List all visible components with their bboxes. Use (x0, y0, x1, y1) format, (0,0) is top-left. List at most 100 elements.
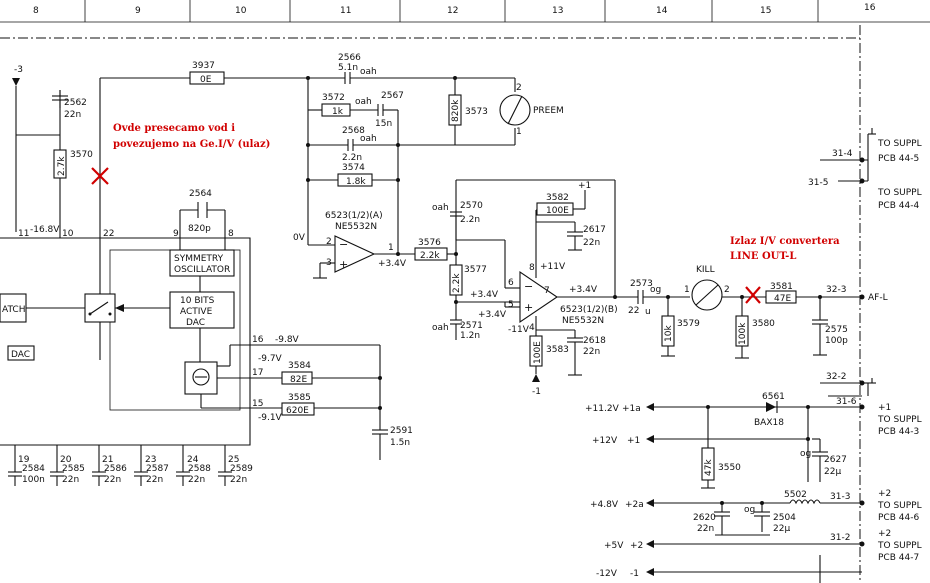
supply-a1: TO SUPPL (877, 139, 922, 149)
active-dac-l3: DAC (186, 318, 205, 328)
cut-note-line2: povezujemo na Ge.I/V (ulaz) (113, 139, 270, 150)
r3572-ref: 3572 (322, 93, 345, 103)
r3570-ref: 3570 (70, 150, 93, 160)
r3577-val: 2.2k (452, 273, 462, 293)
og-mark-1: og (650, 285, 661, 295)
r3574-val: 1.8k (346, 177, 366, 187)
opB-ref: 6523(1/2)(B) (560, 305, 618, 315)
voltage-34c: +3.4V (478, 310, 507, 320)
voltage-112: +11.2V (585, 404, 620, 414)
grid-header: 8 9 10 11 12 13 14 15 16 (0, 0, 930, 23)
svg-text:−: − (339, 238, 348, 251)
c2573-ref: 2573 (630, 279, 653, 289)
voltage-11n: -11V (508, 325, 530, 335)
voltage-0v: 0V (293, 233, 306, 243)
opB-pin4: 4 (529, 323, 535, 333)
r3574-ref: 3574 (342, 163, 365, 173)
voltage-m12: -12V (596, 569, 618, 579)
oah-mark-1: oah (360, 67, 377, 77)
opA-type: NE5532N (335, 222, 377, 232)
c2564-ref: 2564 (189, 189, 212, 199)
pin-15: 15 (252, 399, 263, 409)
supply-d1: TO SUPPL (877, 501, 922, 511)
pin-11: 11 (18, 229, 29, 239)
r3576-ref: 3576 (418, 238, 441, 248)
c2564-val: 820p (188, 224, 211, 234)
voltage-34a: +3.4V (378, 259, 407, 269)
supply-b1: TO SUPPL (877, 188, 922, 198)
c2584-val: 100n (22, 475, 45, 485)
kill-pin1: 1 (684, 285, 690, 295)
c2587-val: 22n (146, 475, 163, 485)
c2568-ref: 2568 (342, 126, 365, 136)
r3584-ref: 3584 (288, 361, 311, 371)
supply-c1: TO SUPPL (877, 415, 922, 425)
conn-31-6: 31-6 (836, 397, 857, 407)
c2566-val: 5.1n (338, 63, 358, 73)
c2566-ref: 2566 (338, 53, 361, 63)
pin-25: 25 (228, 455, 239, 465)
active-dac-l2: ACTIVE (180, 307, 213, 317)
grid-col-15: 15 (760, 6, 771, 16)
voltage-11p: +11V (540, 262, 566, 272)
pin-24: 24 (187, 455, 199, 465)
l5502-ref: 5502 (784, 490, 807, 500)
pin-9: 9 (173, 229, 179, 239)
r3579-val: 10k (664, 325, 674, 342)
voltage-5: +5V (604, 541, 624, 551)
c2591-val: 1.5n (390, 438, 410, 448)
pin-19: 19 (18, 455, 30, 465)
supply-c2: PCB 44-3 (878, 427, 919, 437)
c2568-val: 2.2n (342, 153, 362, 163)
dac-right-pins: 16 -9.8V -9.7V 17 3584 82E 15 -9.1V 3585… (250, 335, 413, 460)
cut-mark-x2 (91, 167, 109, 185)
c2584-ref: 2584 (22, 464, 45, 474)
out-note-line1: Izlaz I/V convertera (730, 236, 840, 247)
conn-31-5: 31-5 (808, 178, 828, 188)
r3580-ref: 3580 (752, 319, 775, 329)
pin-22: 22 (103, 229, 114, 239)
active-dac-l1: 10 BITS (180, 296, 215, 306)
oah-mark-5: oah (432, 323, 449, 333)
opB-pin7: 7 (544, 286, 550, 296)
r3579-ref: 3579 (677, 319, 700, 329)
r3580-val: 100k (738, 322, 748, 345)
svg-text:+: + (339, 258, 348, 271)
voltage-34b: +3.4V (470, 290, 499, 300)
c2618-val: 22n (583, 347, 600, 357)
voltage-12: +12V (592, 436, 618, 446)
symmetry-label: SYMMETRY (174, 254, 224, 264)
out-note-line2: LINE OUT-L (730, 251, 796, 262)
r3937-ref: 3937 (192, 61, 215, 71)
r3573-val: 820k (451, 99, 461, 122)
output-stage: 2573 og 22 u 10k 3579 KILL 1 2 100k 3580… (628, 265, 888, 359)
pin-10: 10 (62, 229, 74, 239)
grid-col-14: 14 (656, 6, 668, 16)
c2562-val: 22n (64, 110, 81, 120)
svg-text:+: + (524, 301, 533, 314)
voltage-91: -9.1V (258, 413, 283, 423)
grid-col-9: 9 (135, 6, 141, 16)
c2627-val: 22µ (824, 467, 841, 477)
opamp-a: 6523(1/2)(A) NE5532N 0V − + 2 3 1 +3.4V … (293, 211, 458, 279)
opB-pin8: 8 (529, 263, 535, 273)
d6561-val: BAX18 (754, 418, 784, 428)
r3585-ref: 3585 (288, 393, 311, 403)
supply-c0: +1 (878, 403, 891, 413)
c2571-ref: 2571 (460, 321, 483, 331)
supply-d2: PCB 44-6 (878, 513, 919, 523)
supply-a2: PCB 44-5 (878, 154, 919, 164)
opA-ref: 6523(1/2)(A) (325, 211, 383, 221)
c2620-ref: 2620 (693, 513, 716, 523)
supply-b2: PCB 44-4 (878, 201, 919, 211)
supply-e0: +2 (878, 529, 891, 539)
c2585-ref: 2585 (62, 464, 85, 474)
voltage-neg168: -16.8V (30, 225, 60, 235)
pin-21: 21 (102, 455, 113, 465)
pin-17: 17 (252, 368, 263, 378)
c2617-val: 22n (583, 238, 600, 248)
svg-text:−: − (524, 280, 533, 293)
